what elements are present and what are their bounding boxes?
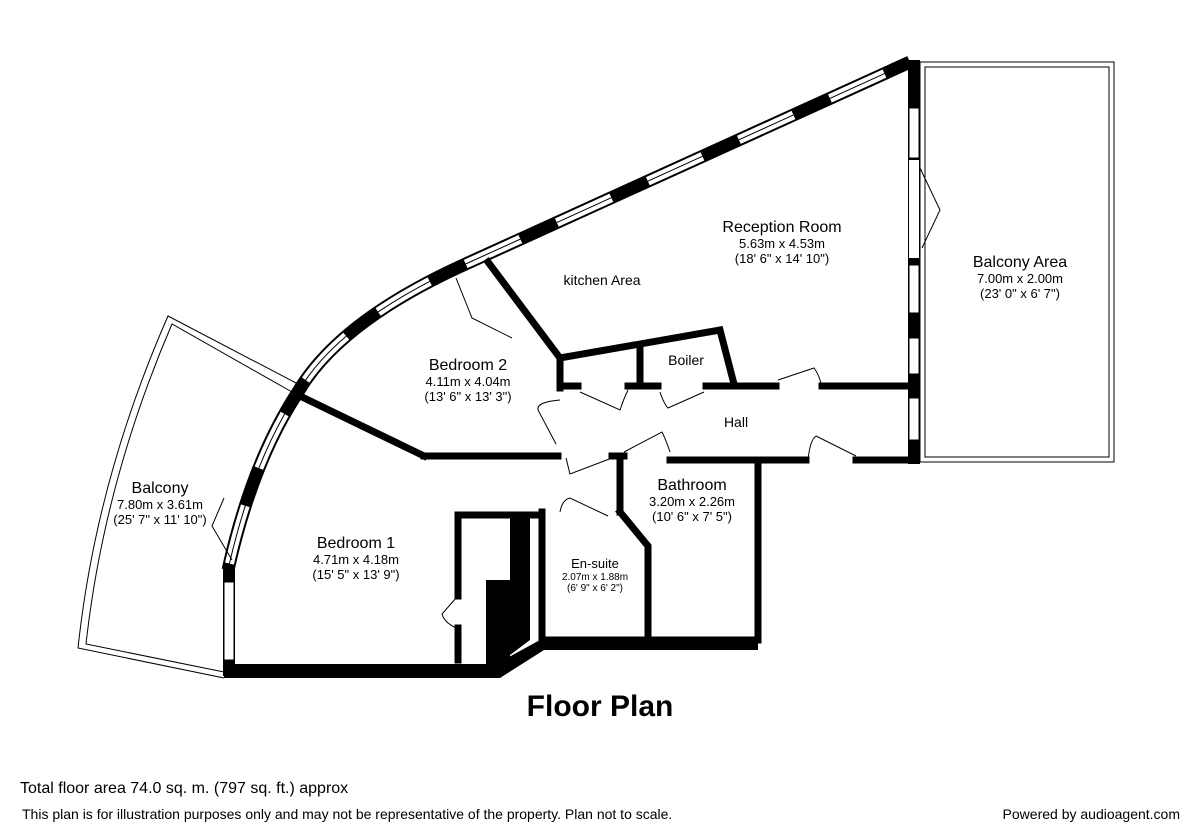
balcony-outline xyxy=(77,315,299,679)
room-metric: 7.00m x 2.00m xyxy=(977,271,1063,287)
room-boiler-label: Boiler xyxy=(668,352,704,368)
door-swings xyxy=(441,277,857,629)
room-metric: 3.20m x 2.26m xyxy=(649,494,735,510)
room-bathroom: Bathroom 3.20m x 2.26m (10' 6" x 7' 5") xyxy=(649,477,735,525)
room-imperial: (10' 6" x 7' 5") xyxy=(652,509,732,525)
left-exterior-wall xyxy=(211,497,235,676)
room-imperial: (6' 9" x 6' 2") xyxy=(567,583,623,595)
interior-walls xyxy=(295,257,918,664)
room-hall-label: Hall xyxy=(723,414,749,430)
room-balcony: Balcony 7.80m x 3.61m (25' 7" x 11' 10") xyxy=(113,480,206,528)
room-metric: 4.11m x 4.04m xyxy=(425,374,511,390)
room-imperial: (18' 6" x 14' 10") xyxy=(734,251,830,267)
room-name: En-suite xyxy=(571,556,619,571)
total-floor-area: Total floor area 74.0 sq. m. (797 sq. ft… xyxy=(20,780,349,797)
room-imperial: (15' 5" x 13' 9") xyxy=(312,567,400,583)
right-exterior-wall xyxy=(908,60,941,464)
room-metric: 4.71m x 4.18m xyxy=(313,552,399,568)
room-bedroom-1: Bedroom 1 4.71m x 4.18m (15' 5" x 13' 9"… xyxy=(312,535,399,583)
room-metric: 7.80m x 3.61m xyxy=(116,497,203,513)
room-imperial: (23' 0" x 6' 7") xyxy=(980,286,1060,302)
room-name: Bedroom 1 xyxy=(316,535,396,552)
room-imperial: (25' 7" x 11' 10") xyxy=(113,512,207,528)
plan-title: Floor Plan xyxy=(526,690,674,723)
room-name: Bedroom 2 xyxy=(428,357,508,374)
outer-curved-wall xyxy=(221,56,913,572)
room-name: Balcony xyxy=(131,480,189,497)
room-imperial: (13' 6" x 13' 3") xyxy=(424,389,512,405)
room-bedroom-2: Bedroom 2 4.11m x 4.04m (13' 6" x 13' 3"… xyxy=(424,357,511,405)
room-name: Reception Room xyxy=(722,219,842,236)
room-reception: Reception Room 5.63m x 4.53m (18' 6" x 1… xyxy=(722,219,841,267)
room-name: Bathroom xyxy=(657,477,727,494)
room-kitchen-label: kitchen Area xyxy=(563,272,641,288)
disclaimer-text: This plan is for illustration purposes o… xyxy=(22,806,673,822)
room-metric: 2.07m x 1.88m xyxy=(561,571,629,583)
room-name: Balcony Area xyxy=(972,254,1068,271)
powered-by-credit: Powered by audioagent.com xyxy=(1002,806,1180,822)
room-balcony-area: Balcony Area 7.00m x 2.00m (23' 0" x 6' … xyxy=(973,254,1067,302)
bottom-wall xyxy=(224,515,758,678)
room-metric: 5.63m x 4.53m xyxy=(738,236,825,252)
room-en-suite: En-suite 2.07m x 1.88m (6' 9" x 6' 2") xyxy=(561,556,629,595)
